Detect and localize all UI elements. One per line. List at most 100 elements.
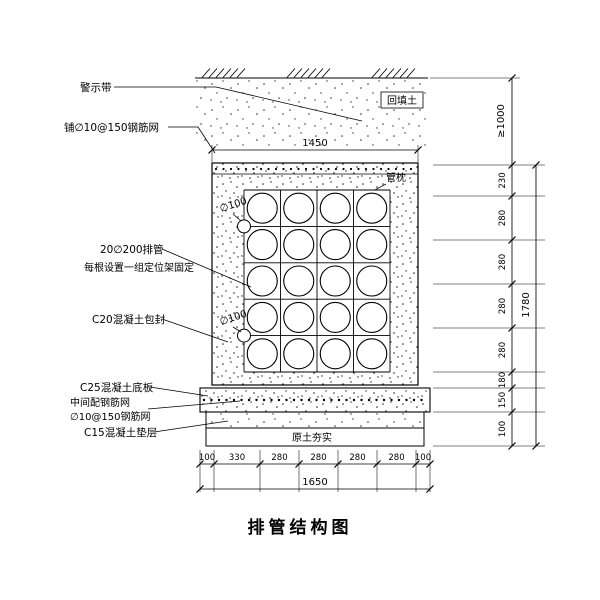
drawing-title: 排管结构图 — [248, 517, 353, 538]
mesh-dot — [214, 167, 218, 171]
ground-hatch-stroke — [378, 68, 388, 78]
mesh-dot — [237, 167, 240, 171]
dia100-pipe-bottom — [237, 328, 251, 343]
dim-segment-value: 150 — [498, 392, 508, 408]
mesh-dot — [232, 398, 236, 402]
mid-mesh-leader-line — [147, 400, 241, 410]
mesh-dot — [300, 398, 303, 402]
ground-hatch-stroke — [392, 68, 402, 78]
dim-segment-value: 180 — [498, 372, 508, 388]
mid-mesh-label-line2: ∅10@150钢筋网 — [70, 410, 151, 423]
mesh-dot — [262, 398, 266, 402]
mesh-dot — [217, 398, 221, 402]
warning-tape-label: 警示带 — [80, 81, 112, 94]
mesh-dot — [352, 398, 356, 402]
mesh-dot — [372, 167, 375, 171]
pipe-circle — [356, 301, 388, 333]
mesh-dot — [282, 167, 285, 171]
base-slab-leader-line — [149, 386, 209, 397]
backfill-label-box — [380, 91, 424, 109]
mesh-dot — [255, 398, 258, 402]
mesh-dot — [292, 398, 296, 402]
mesh-dot — [240, 398, 243, 402]
mesh-dot — [252, 167, 255, 171]
dim-tick — [414, 146, 422, 154]
dim-segment-value: 280 — [271, 453, 287, 463]
cushion-layer — [205, 411, 425, 429]
mesh-dot — [270, 398, 273, 402]
pipe-circle — [246, 338, 278, 370]
compacted-soil-band — [205, 427, 425, 447]
backfill-label: 回填土 — [387, 94, 417, 107]
pipe-circle — [319, 229, 351, 261]
pipe-circle — [283, 265, 315, 297]
mesh-dot — [394, 167, 398, 171]
mesh-dot — [397, 398, 401, 402]
dim-segment-value: 330 — [229, 453, 245, 463]
mesh-dot — [202, 398, 206, 402]
mesh-dot — [210, 398, 213, 402]
pipe-circle — [319, 301, 351, 333]
ground-hatch-stroke — [208, 68, 218, 78]
pipe-circle — [283, 229, 315, 261]
dia100-leader-top — [232, 213, 242, 222]
ground-hatch-stroke — [321, 68, 331, 78]
dim-segment-value: 100 — [199, 453, 215, 463]
top-mesh-leader-line — [168, 126, 216, 154]
ground-hatch-marks — [201, 68, 416, 78]
top-width-value: 1450 — [302, 138, 327, 149]
top-mesh-dots — [214, 167, 413, 171]
mesh-dot — [274, 167, 278, 171]
dim-segment-value: 280 — [388, 453, 404, 463]
encasement-label: C20混凝土包封 — [92, 313, 166, 326]
pipe-circle — [356, 265, 388, 297]
ground-hatch-stroke — [300, 68, 310, 78]
mesh-dot — [357, 167, 360, 171]
top-mesh-label: 铺∅10@150钢筋网 — [64, 121, 159, 134]
mesh-dot — [360, 398, 363, 402]
dim-tick — [208, 146, 216, 154]
pipe-circle — [356, 192, 388, 224]
slab-mesh-dots — [202, 398, 423, 402]
pipes-leader-line — [161, 248, 252, 288]
dim-segment-value: 100 — [415, 453, 431, 463]
mesh-dot — [330, 398, 333, 402]
mesh-dot — [387, 167, 390, 171]
mesh-dot — [349, 167, 353, 171]
mesh-dot — [259, 167, 263, 171]
pipe-circle — [246, 265, 278, 297]
mesh-dot — [267, 167, 270, 171]
right-total-value: 1780 — [521, 292, 532, 317]
dim-segment-value: 280 — [310, 453, 326, 463]
mesh-dot — [420, 398, 423, 402]
mesh-dot — [402, 167, 405, 171]
bottom-total-value: 1650 — [302, 477, 327, 488]
mesh-dot — [345, 398, 348, 402]
mesh-dot — [225, 398, 228, 402]
ground-hatch-stroke — [201, 68, 211, 78]
pipe-circle — [246, 229, 278, 261]
pipe-circle — [319, 338, 351, 370]
ground-hatch-stroke — [222, 68, 232, 78]
dim-tick — [532, 161, 540, 169]
pipe-circle — [246, 301, 278, 333]
dim-tick — [508, 74, 516, 82]
pipe-circle — [319, 265, 351, 297]
pipe-circle — [283, 301, 315, 333]
ground-hatch-stroke — [293, 68, 303, 78]
mesh-dot — [322, 398, 326, 402]
mesh-dot — [405, 398, 408, 402]
pipe-grid — [243, 189, 391, 373]
pipe-pillow-label: 管枕 — [386, 171, 406, 184]
warning-tape-leader-line — [114, 86, 363, 122]
pipe-circle — [319, 192, 351, 224]
mesh-dot — [379, 167, 383, 171]
mesh-dot — [337, 398, 341, 402]
mesh-dot — [319, 167, 323, 171]
mesh-dot — [382, 398, 386, 402]
mesh-dot — [229, 167, 233, 171]
ground-hatch-stroke — [286, 68, 296, 78]
dia100-leader-bottom — [232, 326, 242, 333]
